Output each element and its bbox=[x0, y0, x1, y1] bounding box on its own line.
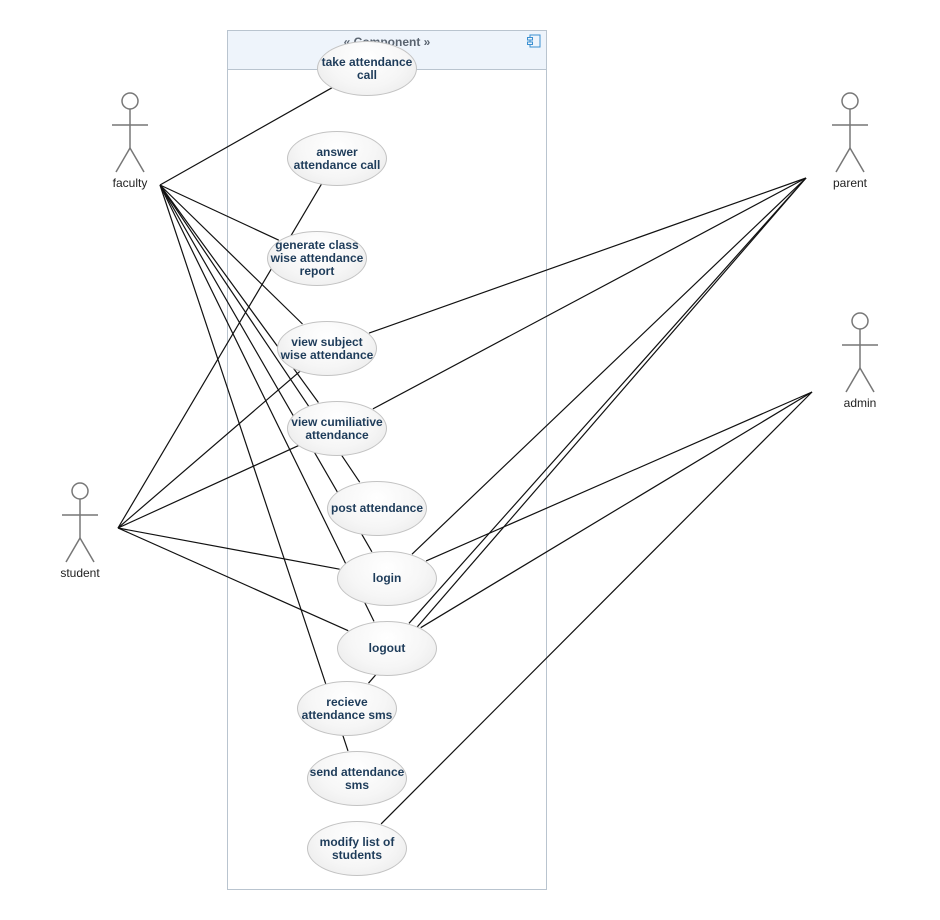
association-parent-recieve-sms bbox=[368, 177, 807, 684]
usecase-label: answer attendance call bbox=[293, 144, 381, 172]
association-faculty-generate-report bbox=[159, 184, 280, 241]
association-parent-view-subject-wise bbox=[368, 177, 807, 334]
association-faculty-take-attendance-call bbox=[159, 87, 333, 186]
usecase-take-attendance-call[interactable]: take attendance call bbox=[317, 41, 417, 96]
usecase-label: recieve attendance sms bbox=[301, 694, 393, 722]
association-student-logout bbox=[117, 527, 349, 632]
actor-parent[interactable]: parent bbox=[810, 92, 890, 190]
system-boundary: « Component » bbox=[227, 30, 547, 890]
usecase-view-subject-wise[interactable]: view subject wise attendance bbox=[277, 321, 377, 376]
usecase-recieve-sms[interactable]: recieve attendance sms bbox=[297, 681, 397, 736]
stick-figure-icon bbox=[112, 92, 148, 173]
actor-label: student bbox=[60, 566, 100, 580]
usecase-label: logout bbox=[368, 641, 406, 655]
association-student-login bbox=[117, 527, 340, 570]
association-admin-login bbox=[425, 391, 813, 562]
usecase-login[interactable]: login bbox=[337, 551, 437, 606]
usecase-send-sms[interactable]: send attendance sms bbox=[307, 751, 407, 806]
usecase-answer-attendance-call[interactable]: answer attendance call bbox=[287, 131, 387, 186]
actor-label: parent bbox=[832, 176, 868, 190]
usecase-label: view cumiliative attendance bbox=[291, 414, 383, 442]
actor-faculty[interactable]: faculty bbox=[90, 92, 170, 190]
association-parent-login bbox=[411, 177, 807, 555]
usecase-post-attendance[interactable]: post attendance bbox=[327, 481, 427, 536]
association-parent-view-cumiliative bbox=[372, 177, 807, 410]
stick-figure-icon bbox=[842, 312, 878, 393]
association-parent-logout bbox=[408, 177, 807, 624]
component-icon bbox=[527, 34, 541, 48]
association-student-view-subject-wise bbox=[117, 370, 301, 529]
usecase-label: view subject wise attendance bbox=[280, 334, 374, 362]
usecase-label: post attendance bbox=[330, 501, 423, 515]
association-admin-logout bbox=[420, 391, 813, 629]
association-faculty-view-subject-wise bbox=[159, 184, 303, 325]
usecase-view-cumiliative[interactable]: view cumiliative attendance bbox=[287, 401, 387, 456]
usecase-label: send attendance sms bbox=[309, 764, 405, 792]
actor-label: admin bbox=[843, 396, 877, 410]
usecase-generate-report[interactable]: generate class wise attendance report bbox=[267, 231, 367, 286]
association-student-view-cumiliative bbox=[117, 445, 299, 529]
association-admin-modify-students bbox=[380, 391, 813, 825]
stick-figure-icon bbox=[832, 92, 868, 173]
usecase-label: generate class wise attendance report bbox=[270, 238, 364, 278]
actor-label: faculty bbox=[112, 176, 148, 190]
usecase-label: take attendance call bbox=[321, 54, 413, 82]
usecase-label: modify list of students bbox=[319, 834, 395, 862]
association-faculty-send-sms bbox=[159, 184, 349, 752]
association-faculty-logout bbox=[159, 184, 375, 622]
usecase-logout[interactable]: logout bbox=[337, 621, 437, 676]
usecase-label: login bbox=[372, 571, 402, 585]
usecase-modify-students[interactable]: modify list of students bbox=[307, 821, 407, 876]
actor-admin[interactable]: admin bbox=[820, 312, 900, 410]
actor-student[interactable]: student bbox=[40, 482, 120, 580]
stick-figure-icon bbox=[62, 482, 98, 563]
